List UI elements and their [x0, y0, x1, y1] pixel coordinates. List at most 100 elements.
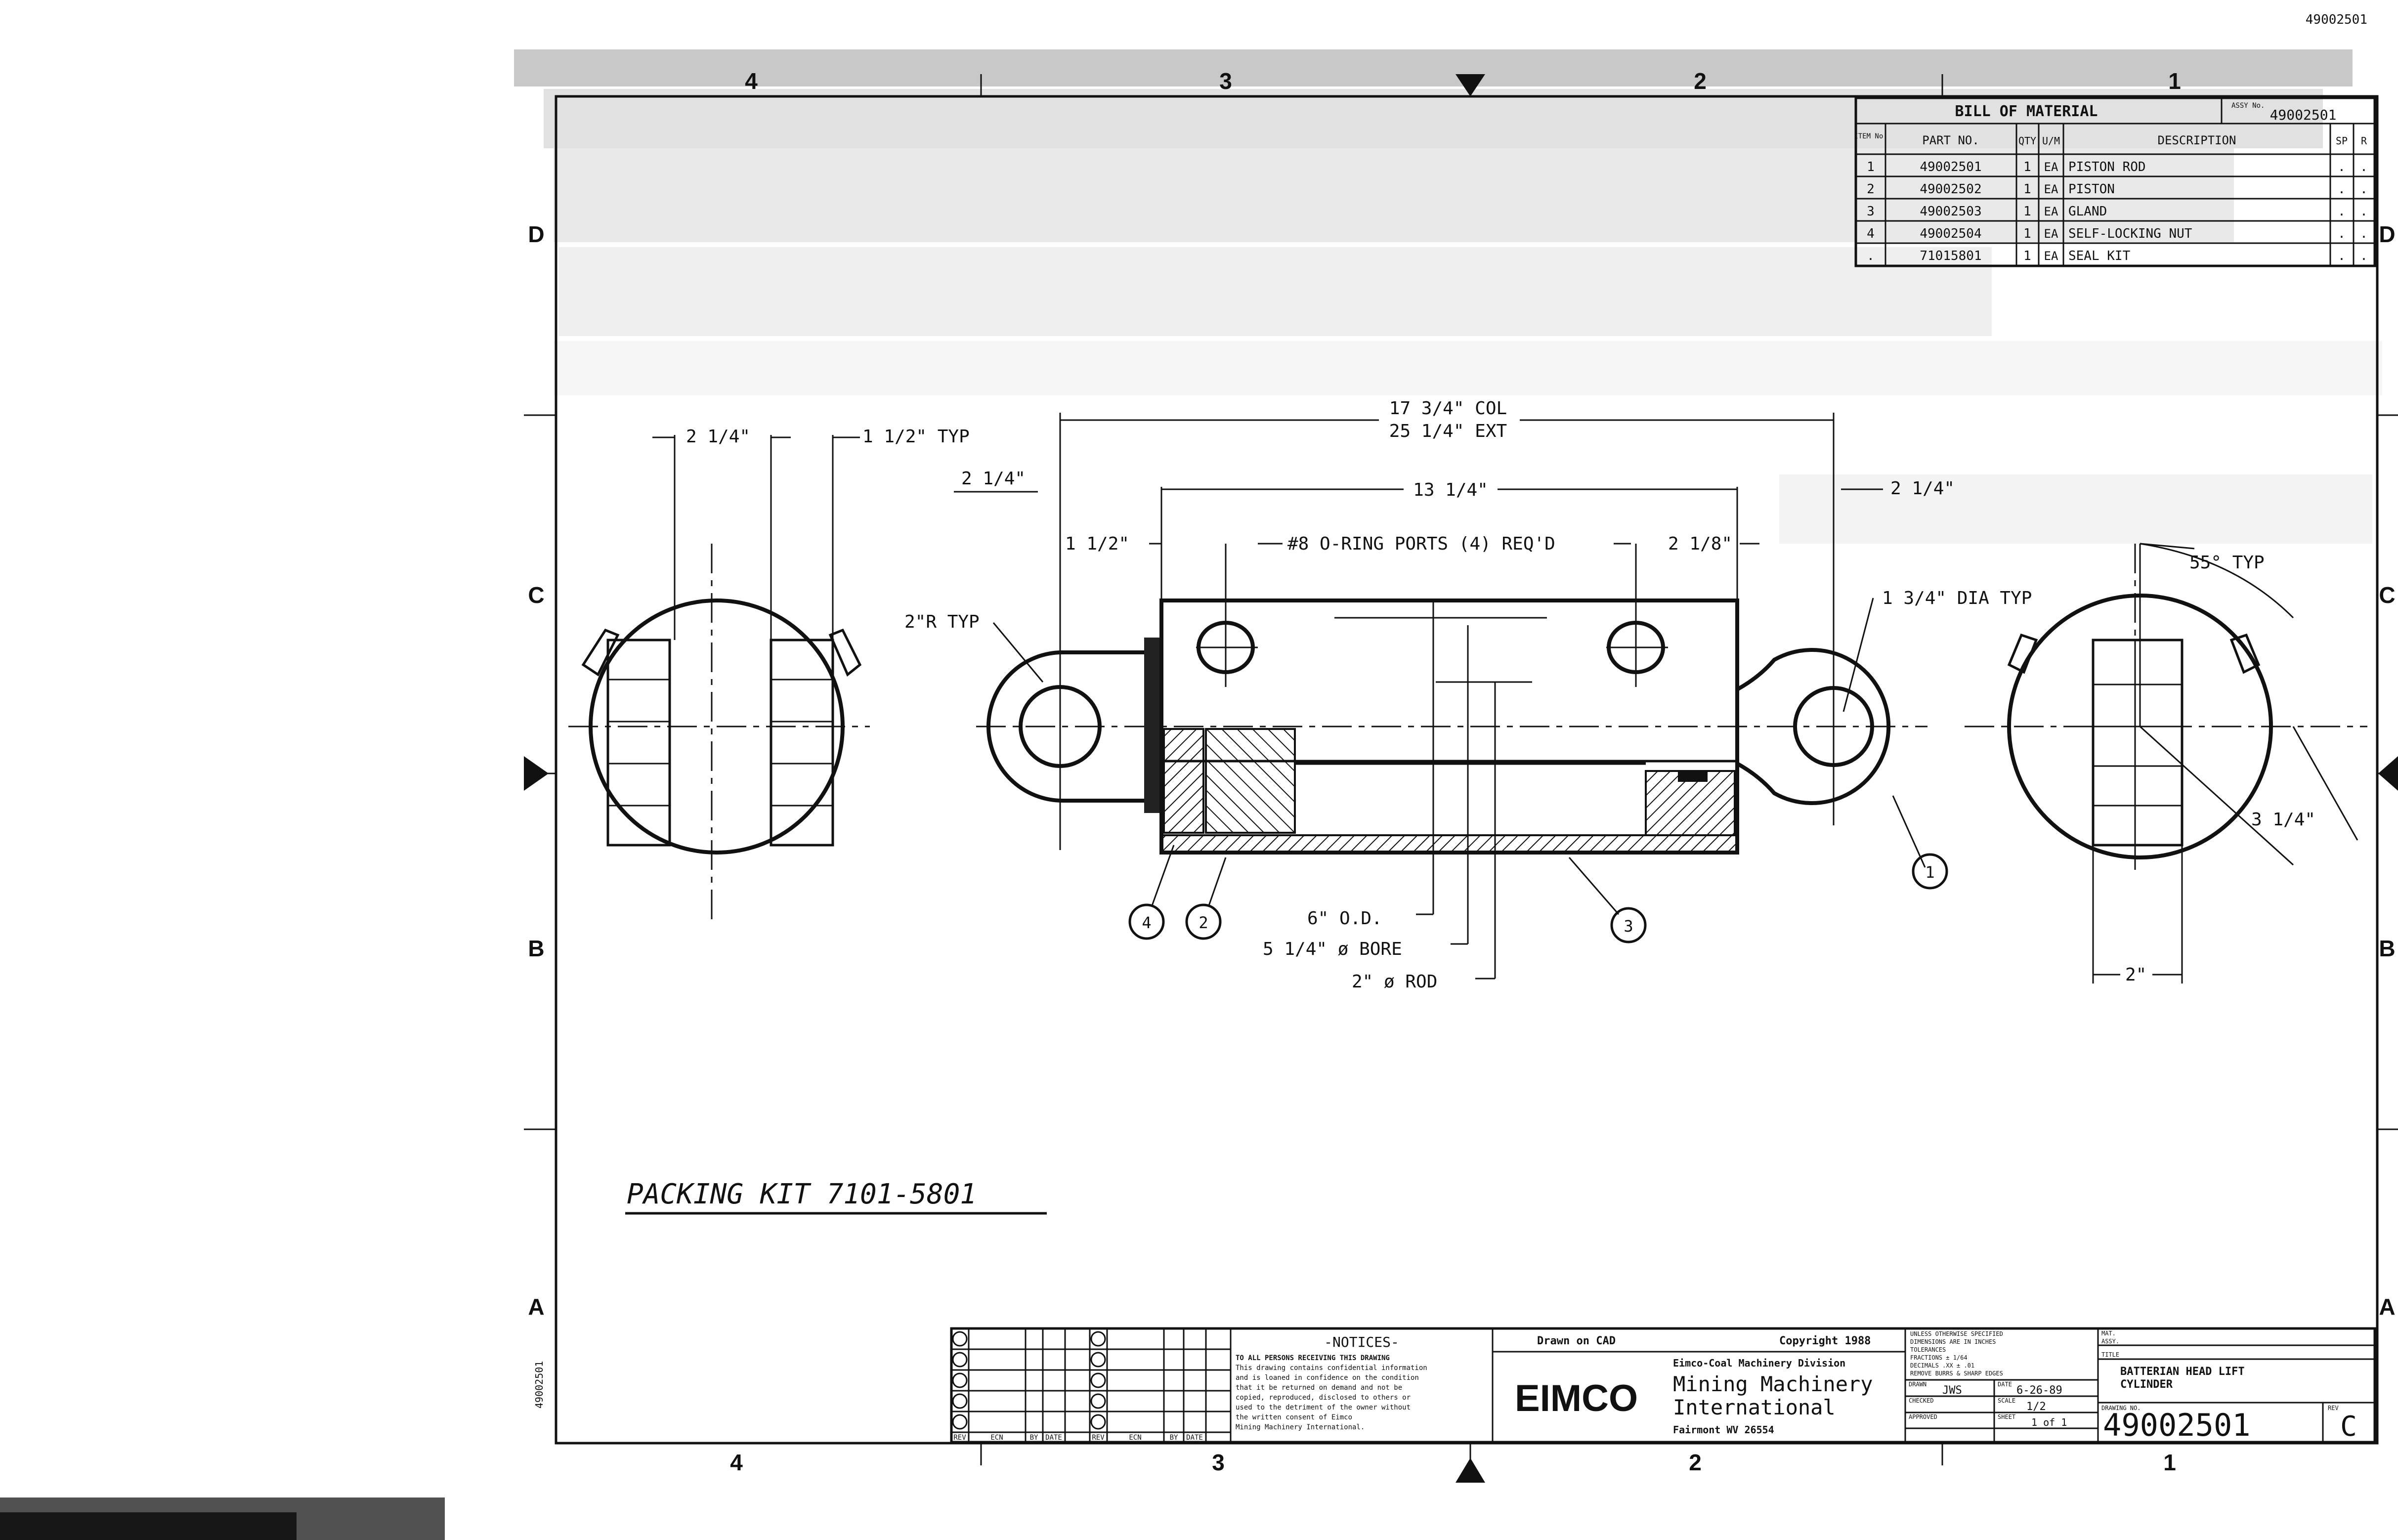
- zone-col-4-bottom: 4: [730, 1450, 743, 1475]
- bom-row: 4 49002504 1 EA SELF-LOCKING NUT . .: [1867, 226, 2368, 241]
- bom-cell-item: .: [1867, 249, 1875, 263]
- bom-header-um: U/M: [2042, 135, 2060, 147]
- notices-line: and is loaned in confidence on the condi…: [1236, 1374, 1419, 1382]
- zone-col-2-bottom: 2: [1689, 1450, 1702, 1475]
- dim-radius: 2"R TYP: [904, 612, 980, 632]
- tolerance-line: REMOVE BURRS & SHARP EDGES: [1910, 1370, 2003, 1377]
- bom-cell-item: 2: [1867, 182, 1875, 197]
- bom-header-item: ITEM No.: [1854, 132, 1887, 140]
- rev-col-by: BY: [1030, 1434, 1038, 1442]
- balloon-1: 1: [1925, 863, 1934, 882]
- bom-row: . 71015801 1 EA SEAL KIT . .: [1867, 249, 2368, 263]
- zone-col-4-top: 4: [745, 68, 758, 94]
- title-label: TITLE: [2101, 1351, 2119, 1358]
- dim-top-2-1-4: 2 1/4": [961, 469, 1026, 489]
- bom-cell-sp: .: [2338, 226, 2346, 241]
- zone-row-c-left: C: [528, 582, 544, 608]
- title-line-2: CYLINDER: [2120, 1378, 2173, 1391]
- zone-row-a-left: A: [528, 1294, 544, 1320]
- bom-header-r: R: [2361, 135, 2367, 147]
- rev-col-ecn-2: ECN: [1129, 1434, 1141, 1442]
- rev-col-rev: REV: [953, 1434, 966, 1442]
- rev-value: C: [2340, 1411, 2357, 1443]
- dim-dia: 1 3/4" DIA TYP: [1882, 588, 2032, 608]
- bom-cell-r: .: [2360, 249, 2368, 263]
- bom-cell-r: .: [2360, 160, 2368, 174]
- tolerance-line: DECIMALS .XX ± .01: [1910, 1362, 1974, 1369]
- rev-col-date-2: DATE: [1186, 1434, 1203, 1442]
- dim-ext: 25 1/4" EXT: [1389, 421, 1507, 441]
- zone-col-3-top: 3: [1219, 68, 1232, 94]
- bom-cell-description: SEAL KIT: [2068, 249, 2131, 263]
- date-value: 6-26-89: [2016, 1384, 2062, 1397]
- bom-assy-label: ASSY No.: [2231, 102, 2265, 110]
- balloon-2: 2: [1199, 913, 1208, 932]
- bom-cell-part: 49002503: [1920, 204, 1981, 219]
- dim-port-1-1-2: 1 1/2": [1065, 534, 1129, 554]
- tolerance-line: FRACTIONS ± 1/64: [1910, 1354, 1968, 1361]
- bom-title: BILL OF MATERIAL: [1955, 103, 2098, 120]
- rev-col-ecn: ECN: [990, 1434, 1003, 1442]
- bom-cell-item: 1: [1867, 160, 1875, 174]
- zone-row-a-right: A: [2379, 1294, 2395, 1320]
- checked-label: CHECKED: [1909, 1397, 1934, 1404]
- mat-label: MAT.: [2101, 1330, 2116, 1337]
- bom-cell-qty: 1: [2023, 249, 2031, 263]
- dim-col: 17 3/4" COL: [1389, 398, 1507, 419]
- bom-cell-item: 4: [1867, 226, 1875, 241]
- bom-cell-um: EA: [2044, 160, 2058, 174]
- bom-cell-part: 49002504: [1920, 226, 1981, 241]
- company-line-1: Mining Machinery: [1673, 1372, 1873, 1396]
- bom-cell-qty: 1: [2023, 182, 2031, 197]
- cylinder-side-view: 6" O.D. 5 1/4" ø BORE 2" ø ROD 17 3/4" C…: [904, 398, 2032, 992]
- zone-col-1-top: 1: [2168, 68, 2181, 94]
- title-block: REV ECN BY DATE REV ECN BY DATE -NOTICES…: [950, 1327, 2376, 1444]
- zone-row-c-right: C: [2379, 582, 2395, 608]
- balloon-4: 4: [1142, 913, 1151, 932]
- bom-cell-description: GLAND: [2068, 204, 2107, 219]
- zone-row-d-right: D: [2379, 221, 2395, 247]
- dim-left-1-1-2-typ: 1 1/2" TYP: [862, 427, 970, 447]
- zone-row-b-left: B: [528, 936, 544, 961]
- tolerance-line: TOLERANCES: [1910, 1346, 1946, 1353]
- drawn-on-cad: Drawn on CAD: [1537, 1335, 1616, 1347]
- bom-cell-description: PISTON ROD: [2068, 160, 2146, 174]
- bom-row: 2 49002502 1 EA PISTON . .: [1867, 182, 2368, 197]
- notices-line: the written consent of Eimco: [1236, 1413, 1352, 1421]
- company-line-2: International: [1673, 1395, 1836, 1419]
- dim-right-3-1-4: 3 1/4": [2251, 810, 2315, 830]
- right-end-view: 55° TYP 3 1/4" 2": [1965, 543, 2367, 985]
- bom-assy-number: 49002501: [2270, 107, 2337, 123]
- bill-of-material: BILL OF MATERIAL ASSY No. 49002501 ITEM …: [1854, 96, 2376, 267]
- zone-col-3-bottom: 3: [1212, 1450, 1225, 1475]
- bom-cell-qty: 1: [2023, 226, 2031, 241]
- bom-row: 1 49002501 1 EA PISTON ROD . .: [1867, 160, 2368, 174]
- bom-cell-sp: .: [2338, 160, 2346, 174]
- bom-cell-r: .: [2360, 226, 2368, 241]
- zone-row-b-right: B: [2379, 936, 2395, 961]
- title-line-1: BATTERIAN HEAD LIFT: [2120, 1366, 2245, 1378]
- scale-value: 1/2: [2026, 1401, 2046, 1413]
- left-end-view: 2 1/4" 1 1/2" TYP: [568, 427, 970, 919]
- drawn-label: DRAWN: [1909, 1381, 1927, 1388]
- bom-row: 3 49002503 1 EA GLAND . .: [1867, 204, 2368, 219]
- bom-header-sp: SP: [2336, 135, 2348, 147]
- packing-kit-label: PACKING KIT 7101-5801: [627, 1178, 977, 1210]
- bom-cell-r: .: [2360, 182, 2368, 197]
- sheet-label: SHEET: [1998, 1413, 2015, 1420]
- notices-line: that it be returned on demand and not be: [1236, 1384, 1402, 1392]
- sheet-value: 1 of 1: [2031, 1416, 2067, 1428]
- bom-header-qty: QTY: [2018, 135, 2036, 147]
- notices-line: Mining Machinery International.: [1236, 1423, 1365, 1431]
- bom-cell-part: 71015801: [1920, 249, 1981, 263]
- bom-cell-qty: 1: [2023, 204, 2031, 219]
- drawn-value: JWS: [1942, 1384, 1962, 1397]
- side-note: 49002501: [533, 1361, 545, 1409]
- dim-left-2-1-4: 2 1/4": [686, 427, 750, 447]
- bom-cell-part: 49002501: [1920, 160, 1981, 174]
- bom-cell-item: 3: [1867, 204, 1875, 219]
- drawing-no-label: DRAWING NO.: [2101, 1405, 2141, 1412]
- notices-line: TO ALL PERSONS RECEIVING THIS DRAWING: [1236, 1354, 1390, 1362]
- company-address: Fairmont WV 26554: [1673, 1424, 1774, 1436]
